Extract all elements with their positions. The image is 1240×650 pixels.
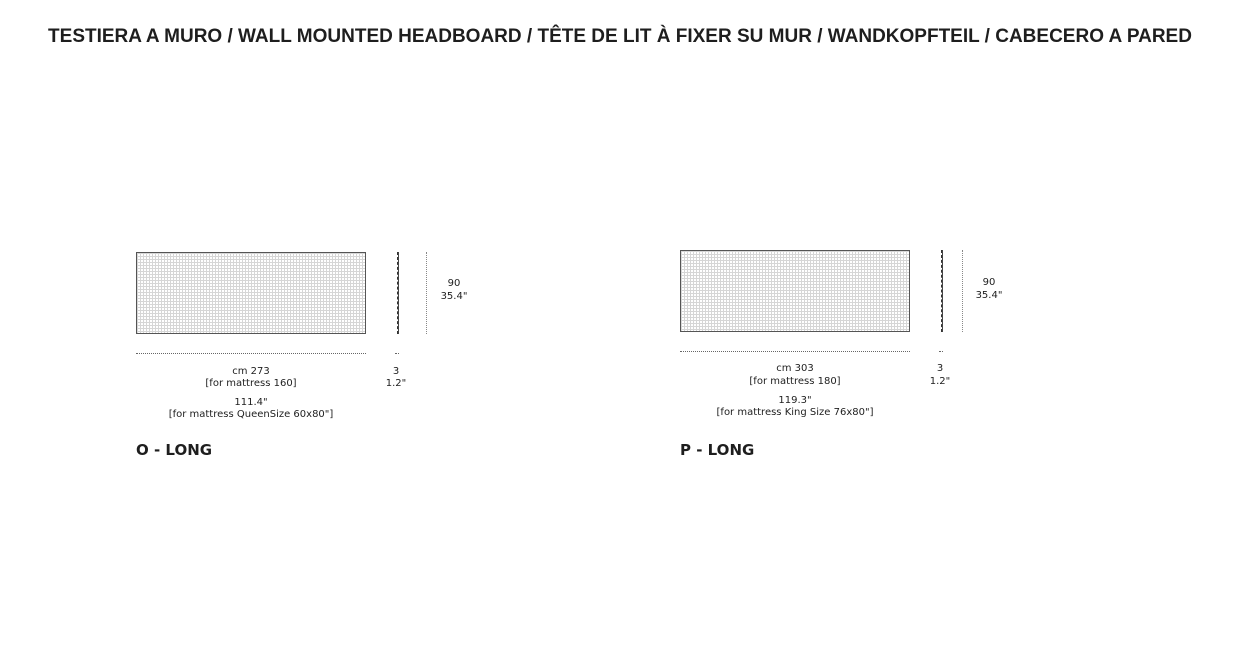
model-label: P - LONG — [680, 441, 755, 459]
height-in: 35.4" — [975, 290, 1003, 301]
depth-dimension-line — [939, 351, 943, 352]
height-cm: 90 — [447, 278, 461, 289]
width-dimension-line — [136, 353, 366, 354]
width-in-note: [for mattress King Size 76x80"] — [716, 407, 874, 418]
depth-dimension-line — [395, 353, 399, 354]
model-label: O - LONG — [136, 441, 213, 459]
headboard-side-drawing — [941, 250, 943, 332]
depth-cm: 3 — [392, 366, 400, 377]
height-dimension-line — [962, 250, 963, 332]
height-in: 35.4" — [440, 291, 468, 302]
width-cm-note: [for mattress 160] — [205, 378, 297, 389]
headboard-front-drawing — [680, 250, 910, 332]
depth-cm: 3 — [936, 363, 944, 374]
height-dimension-line — [426, 252, 427, 334]
width-cm: cm 273 — [232, 366, 270, 377]
depth-in: 1.2" — [385, 378, 407, 389]
height-cm: 90 — [982, 277, 996, 288]
headboard-front-drawing — [136, 252, 366, 334]
page-title: TESTIERA A MURO / WALL MOUNTED HEADBOARD… — [48, 26, 1192, 47]
depth-in: 1.2" — [929, 376, 951, 387]
width-cm: cm 303 — [776, 363, 814, 374]
width-in: 119.3" — [778, 395, 812, 406]
width-cm-note: [for mattress 180] — [749, 376, 841, 387]
width-dimension-line — [680, 351, 910, 352]
width-in-note: [for mattress QueenSize 60x80"] — [168, 409, 334, 420]
width-in: 111.4" — [234, 397, 268, 408]
headboard-side-drawing — [397, 252, 399, 334]
